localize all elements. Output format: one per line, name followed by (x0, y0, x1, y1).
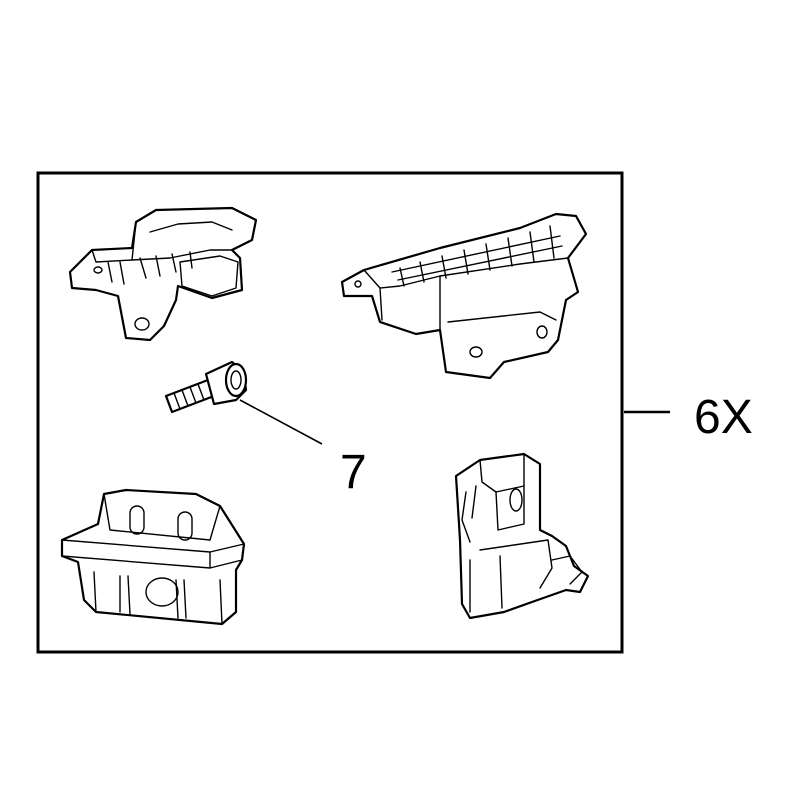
screw-leader-line (239, 399, 323, 445)
clip-bottom-left (60, 488, 246, 626)
screw-ref-label: 7 (340, 446, 367, 499)
bracket-top-right (340, 212, 588, 380)
latch-bottom-right (454, 452, 590, 620)
screw (164, 360, 248, 414)
bracket-top-left (68, 206, 258, 342)
kit-frame (36, 171, 624, 654)
quantity-label: 6X (694, 391, 753, 444)
